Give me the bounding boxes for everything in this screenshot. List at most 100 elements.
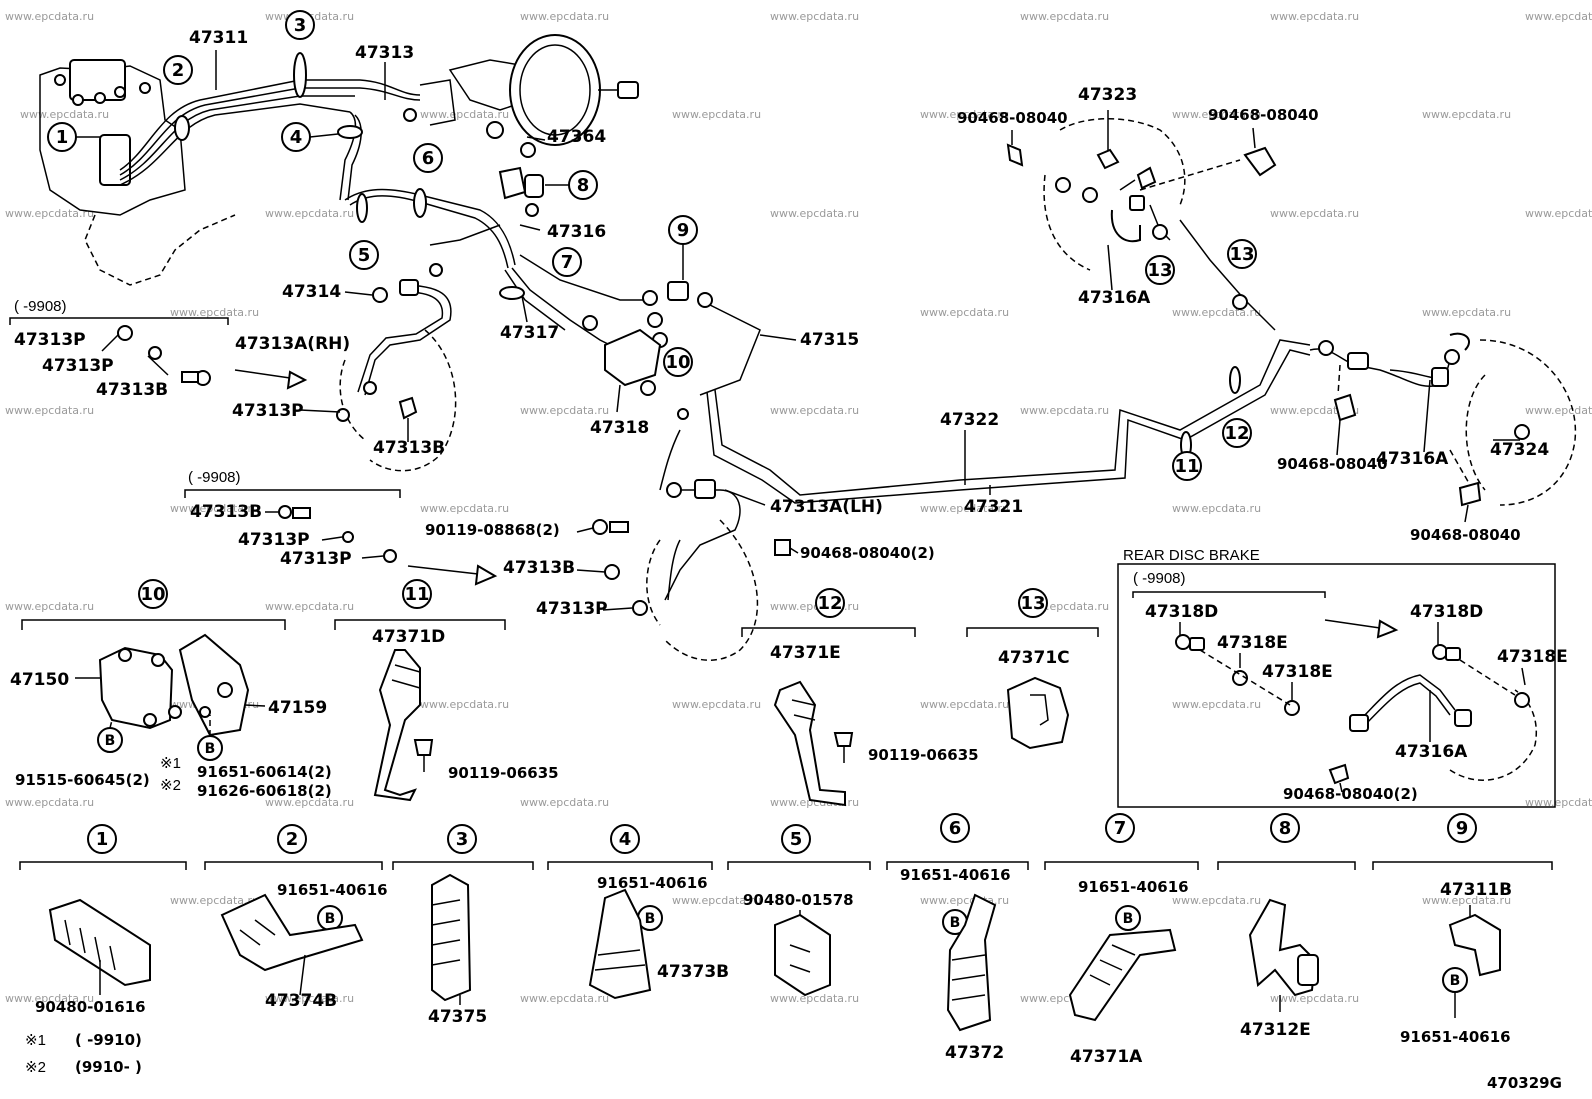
watermark: www.epcdata.ru xyxy=(1270,992,1359,1005)
footnotes: ※1 ( -9910) ※2 (9910- ) 470329G xyxy=(25,1031,1562,1092)
watermark: www.epcdata.ru xyxy=(5,992,94,1005)
label-47371E: 47371E xyxy=(770,643,841,663)
callout-8: 8 xyxy=(545,170,598,200)
svg-text:13: 13 xyxy=(1147,260,1172,281)
label-91626-60618: 91626-60618(2) xyxy=(197,782,332,800)
label-47313P: 47313P xyxy=(232,401,304,421)
label-47321: 47321 xyxy=(964,497,1023,517)
watermark: www.epcdata.ru xyxy=(770,10,859,23)
watermark: www.epcdata.ru xyxy=(170,306,259,319)
label-47313B: 47313B xyxy=(373,438,445,458)
watermark: www.epcdata.ru xyxy=(770,992,859,1005)
watermark: www.epcdata.ru xyxy=(1172,108,1261,121)
svg-text:7: 7 xyxy=(1114,818,1127,839)
svg-text:13: 13 xyxy=(1229,244,1254,265)
watermark: www.epcdata.ru xyxy=(1270,10,1359,23)
svg-text:B: B xyxy=(1450,973,1461,989)
label-47322: 47322 xyxy=(940,410,999,430)
svg-text:1: 1 xyxy=(96,829,109,850)
label-47150: 47150 xyxy=(10,670,69,690)
svg-text:4: 4 xyxy=(619,829,632,850)
label-47317: 47317 xyxy=(500,323,559,343)
watermark: www.epcdata.ru xyxy=(170,894,259,907)
note-mark: ※1 xyxy=(160,755,181,772)
diagram-code: 470329G xyxy=(1487,1074,1562,1092)
label-47313P: 47313P xyxy=(280,549,352,569)
svg-text:B: B xyxy=(1123,911,1134,927)
watermark: www.epcdata.ru xyxy=(672,894,761,907)
label-47374B: 47374B xyxy=(265,991,337,1011)
label-90468-08040: 90468-08040 xyxy=(1410,526,1521,544)
note-mark: ※2 xyxy=(160,777,181,794)
watermark: www.epcdata.ru xyxy=(1422,108,1511,121)
label-47313: 47313 xyxy=(355,43,414,63)
label-47323: 47323 xyxy=(1078,85,1137,105)
detail-7: 7 91651-40616 B 47371A xyxy=(1068,813,1189,1067)
svg-text:8: 8 xyxy=(1279,818,1292,839)
watermark: www.epcdata.ru xyxy=(420,108,509,121)
label-47373B: 47373B xyxy=(657,962,729,982)
master-cylinder-assembly xyxy=(39,34,639,286)
label-90468-08040: 90468-08040 xyxy=(1277,455,1388,473)
watermark: www.epcdata.ru xyxy=(1525,10,1592,23)
svg-text:8: 8 xyxy=(577,175,590,196)
label-47375: 47375 xyxy=(428,1007,487,1027)
range-brackets xyxy=(9,317,1556,808)
svg-text:11: 11 xyxy=(1174,456,1199,477)
watermark: www.epcdata.ru xyxy=(770,600,859,613)
watermark: www.epcdata.ru xyxy=(170,502,259,515)
label-91651-40616: 91651-40616 xyxy=(1078,878,1189,896)
note-mark: ※2 xyxy=(25,1059,46,1076)
watermark: www.epcdata.ru xyxy=(672,698,761,711)
svg-text:12: 12 xyxy=(1224,423,1249,444)
watermark: www.epcdata.ru xyxy=(5,404,94,417)
svg-text:2: 2 xyxy=(286,829,299,850)
detail-8: 8 47312E xyxy=(1240,813,1319,1040)
watermark: www.epcdata.ru xyxy=(920,108,1009,121)
label-47311: 47311 xyxy=(189,28,248,48)
watermark: www.epcdata.ru xyxy=(1525,404,1592,417)
label-47315: 47315 xyxy=(800,330,859,350)
label-90119-06635: 90119-06635 xyxy=(448,764,559,782)
label-47318E: 47318E xyxy=(1262,662,1333,682)
svg-text:5: 5 xyxy=(790,829,803,850)
callout-1: 1 xyxy=(47,122,100,152)
callout-10: 10 xyxy=(663,347,693,377)
rear-disc-brake-panel: REAR DISC BRAKE ( -9908) 47318D 47318E 4… xyxy=(1123,547,1568,803)
label-47313B: 47313B xyxy=(503,558,575,578)
label-47371A: 47371A xyxy=(1070,1047,1143,1067)
label-91651-40616: 91651-40616 xyxy=(277,881,388,899)
watermark: www.epcdata.ru xyxy=(770,207,859,220)
label-47371C: 47371C xyxy=(998,648,1070,668)
label-47313B: 47313B xyxy=(96,380,168,400)
label-90468-08040: 90468-08040 xyxy=(957,109,1068,127)
watermark: www.epcdata.ru xyxy=(672,108,761,121)
watermark: www.epcdata.ru xyxy=(1525,207,1592,220)
watermark: www.epcdata.ru xyxy=(5,796,94,809)
svg-text:B: B xyxy=(325,911,336,927)
watermark: www.epcdata.ru xyxy=(520,10,609,23)
detail-6: 6 91651-40616 B 47372 xyxy=(900,813,1011,1063)
callout-2: 2 xyxy=(163,55,193,85)
label-47318D: 47318D xyxy=(1145,602,1218,622)
detail-2: 2 91651-40616 B 47374B xyxy=(220,824,388,1011)
svg-text:12: 12 xyxy=(817,593,842,614)
callout-9: 9 xyxy=(668,215,698,280)
watermark: www.epcdata.ru xyxy=(1525,796,1592,809)
watermark: www.epcdata.ru xyxy=(420,698,509,711)
label-91651-60614: 91651-60614(2) xyxy=(197,763,332,781)
label-47313P: 47313P xyxy=(536,599,608,619)
svg-text:B: B xyxy=(105,733,116,749)
label-47318E: 47318E xyxy=(1497,647,1568,667)
label-90480-01578: 90480-01578 xyxy=(743,891,854,909)
callout-4: 4 xyxy=(281,122,339,152)
svg-text:1: 1 xyxy=(56,127,69,148)
svg-text:7: 7 xyxy=(561,252,574,273)
watermark: www.epcdata.ru xyxy=(520,796,609,809)
lh-hose xyxy=(278,505,791,616)
svg-text:9: 9 xyxy=(677,220,690,241)
label-47372: 47372 xyxy=(945,1043,1004,1063)
svg-text:B: B xyxy=(205,741,216,757)
svg-text:B: B xyxy=(950,915,961,931)
detail-3: 3 47375 xyxy=(428,824,487,1027)
